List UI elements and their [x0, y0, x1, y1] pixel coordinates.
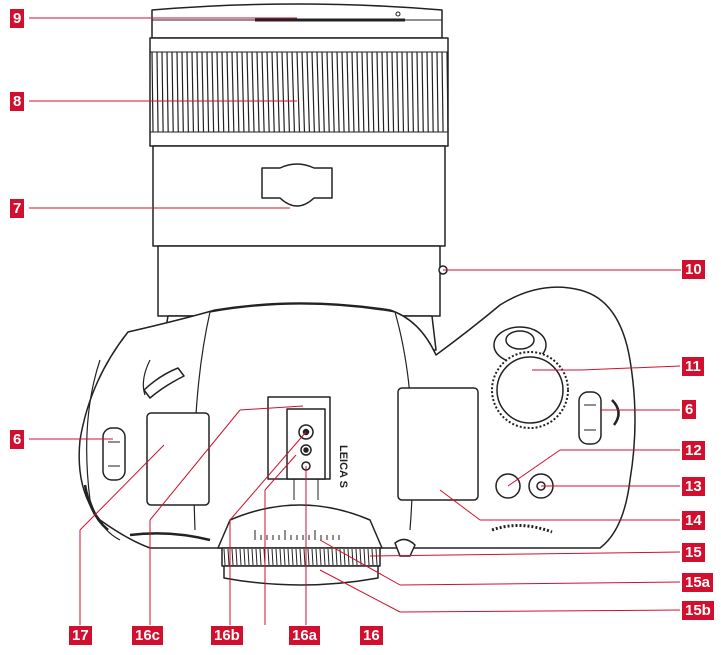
callout-15b: 15b	[682, 601, 714, 620]
callout-8: 8	[10, 92, 25, 111]
lens	[149, 3, 449, 351]
callout-11: 11	[682, 357, 704, 376]
callout-15: 15	[682, 543, 705, 562]
callout-10: 10	[682, 260, 705, 279]
left-top-panel	[146, 412, 210, 506]
callout-14: 14	[682, 511, 705, 530]
callout-16: 16	[360, 626, 383, 645]
callout-7: 7	[10, 199, 25, 218]
leader-lines	[29, 17, 681, 625]
callout-16a: 16a	[289, 626, 321, 645]
right-wheel	[491, 524, 553, 534]
accessory-shoe	[267, 396, 331, 500]
left-strap-lug	[102, 427, 126, 481]
callout-15a: 15a	[682, 573, 714, 592]
body-engraving: LEICA S	[337, 445, 349, 488]
left-wheel	[143, 367, 185, 399]
callout-12: 12	[682, 441, 705, 460]
lens-index-dot	[395, 11, 401, 17]
mode-dial	[217, 504, 383, 586]
callout-16c: 16c	[132, 626, 164, 645]
right-top-panel	[397, 387, 479, 501]
right-strap-lug	[578, 391, 602, 445]
main-dial	[491, 351, 569, 429]
aperture-window	[261, 163, 333, 207]
callout-16b: 16b	[211, 626, 243, 645]
focus-ring-knurling	[151, 51, 449, 133]
callout-17: 17	[69, 626, 92, 645]
callout-9: 9	[10, 9, 25, 28]
callout-13: 13	[682, 477, 705, 496]
callout-6-right: 6	[682, 400, 697, 419]
callout-6-left: 6	[10, 430, 25, 449]
